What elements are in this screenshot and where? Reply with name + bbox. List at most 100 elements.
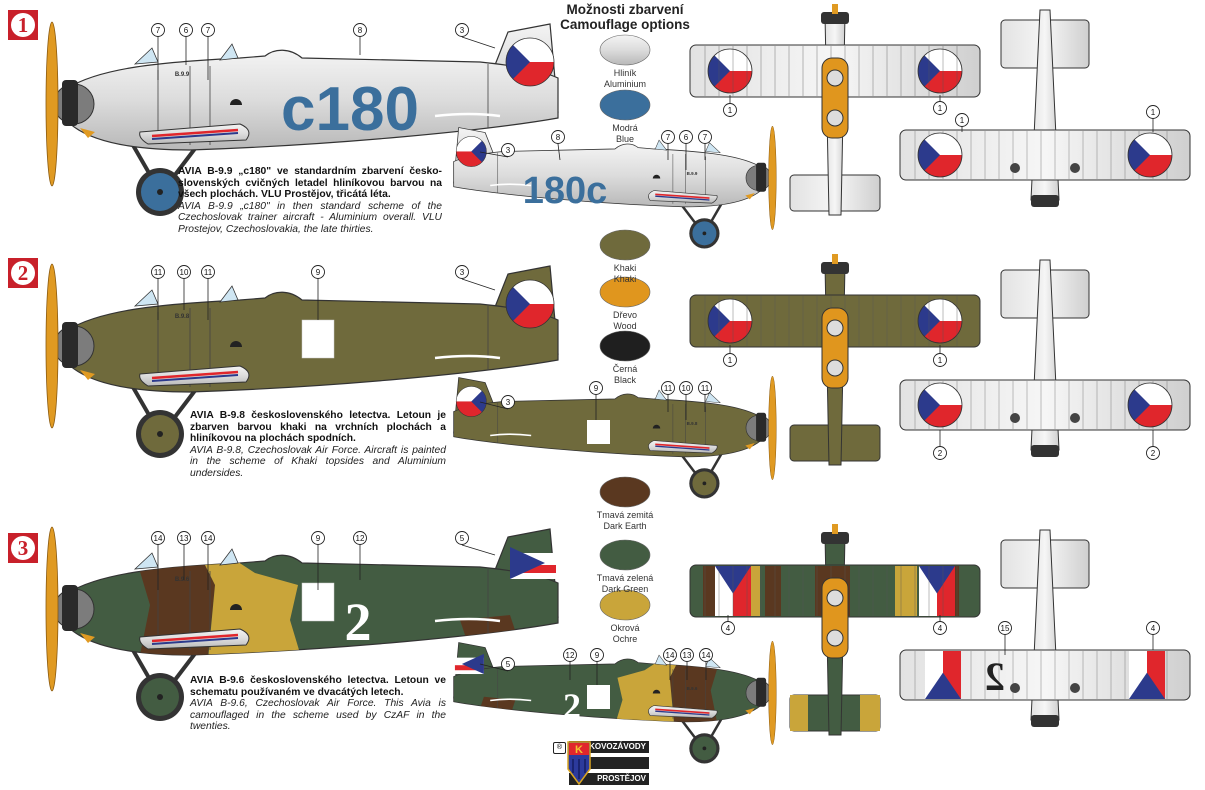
callout-circle — [177, 265, 191, 279]
swatch-name-cs: Tmavá zelená — [596, 573, 654, 583]
callout-circle — [680, 648, 694, 662]
callout-4: 4 — [721, 615, 735, 635]
callout-number: 9 — [316, 534, 321, 543]
wheel-icon — [1070, 413, 1080, 423]
bottom-view — [899, 9, 1191, 207]
panel-lines — [497, 402, 706, 454]
windscreen — [654, 389, 668, 401]
camouflage-patch — [669, 659, 721, 722]
callout-number: 1 — [938, 356, 943, 365]
engine-icon — [1031, 715, 1059, 727]
engine-cylinders — [62, 322, 78, 368]
callout-number: 11 — [154, 268, 163, 277]
wheel-axle — [702, 481, 707, 486]
color-swatch-blue — [599, 89, 651, 121]
color-swatch-khaki — [599, 229, 651, 261]
serial-number: B.9.6 — [175, 577, 190, 583]
callout-circle — [1146, 446, 1160, 460]
callout-7: 7 — [201, 23, 215, 80]
callout-leader — [461, 544, 496, 556]
callout-number: 1 — [938, 104, 943, 113]
panel-lines — [157, 64, 489, 145]
callout-14: 14 — [663, 648, 677, 680]
callout-circle — [501, 395, 515, 409]
cockpit — [826, 629, 844, 647]
bottom-view — [899, 529, 1191, 727]
vent — [652, 424, 661, 429]
callout-circle — [679, 130, 693, 144]
callout-circle — [353, 531, 367, 545]
rudder-red — [454, 665, 484, 671]
callout-number: 7 — [666, 133, 671, 142]
registration-underwing: 2 — [985, 654, 1005, 699]
callout-10: 10 — [679, 381, 693, 420]
callout-circle — [201, 23, 215, 37]
callout-13: 13 — [680, 648, 694, 680]
fuselage — [67, 49, 559, 151]
roundel-outline — [707, 48, 753, 94]
callout-number: 13 — [683, 651, 692, 660]
callout-number: 12 — [356, 534, 365, 543]
callout-circle — [551, 130, 565, 144]
swatch-name-en: Aluminium — [603, 79, 646, 89]
serial-number: B.9.9 — [175, 72, 190, 78]
flag-marking — [919, 566, 955, 616]
swatch-name-cs: Dřevo — [612, 310, 637, 320]
wing-stripe-blue — [151, 374, 239, 382]
color-swatch-black — [599, 330, 651, 362]
scheme-number-badge-2: 2 — [8, 258, 38, 288]
callout-circle — [311, 531, 325, 545]
roundel-marking — [456, 136, 487, 167]
callout-circle — [311, 265, 325, 279]
engine-cylinders — [62, 585, 78, 631]
kovozavody-logo: ® KOVOZÁVODY PROSTĚJOV K — [553, 741, 651, 786]
callout-8: 8 — [551, 130, 565, 161]
vent — [652, 689, 661, 694]
callout-2: 2 — [933, 430, 947, 460]
callout-number: 5 — [460, 534, 465, 543]
callout-14: 14 — [699, 648, 713, 680]
wing-stripe-red — [655, 708, 710, 714]
swatch-name-en: Blue — [615, 134, 634, 144]
tailplane-edge — [490, 183, 532, 187]
windscreen — [133, 552, 159, 570]
callout-circle — [933, 101, 947, 115]
callout-3: 3 — [455, 23, 496, 49]
windscreen — [219, 548, 239, 566]
callout-3: 3 — [455, 265, 496, 291]
callout-leader — [461, 36, 496, 49]
engine-icon — [1031, 445, 1059, 457]
roundel-blue — [471, 386, 487, 417]
callout-circle — [721, 621, 735, 635]
exhaust — [745, 708, 755, 715]
color-swatch-wood — [599, 276, 651, 308]
panel-lines — [497, 667, 706, 719]
camouflage-patch — [790, 695, 808, 731]
callout-circle — [177, 531, 191, 545]
roundel-blue — [471, 136, 487, 167]
vent — [230, 341, 242, 347]
registration-large: 2 — [345, 592, 372, 652]
swatch-name-cs: Černá — [612, 364, 638, 374]
callout-number: 7 — [206, 26, 211, 35]
callout-10: 10 — [177, 265, 191, 310]
scheme-number-badge-3: 3 — [8, 533, 38, 563]
callout-1: 1 — [933, 345, 947, 367]
callout-circle — [455, 23, 469, 37]
wing-stripe-red — [151, 128, 239, 138]
svg-text:K: K — [575, 744, 583, 756]
engine-cylinders — [756, 412, 767, 442]
shield-icon: K — [567, 741, 591, 785]
wing-stripe-blue — [655, 445, 710, 451]
callout-number: 12 — [566, 651, 575, 660]
roundel-blue — [506, 38, 530, 86]
roundel-outline — [455, 386, 487, 417]
windscreen — [133, 289, 159, 307]
engine-icon — [821, 532, 849, 544]
camouflage-patch — [135, 555, 215, 655]
